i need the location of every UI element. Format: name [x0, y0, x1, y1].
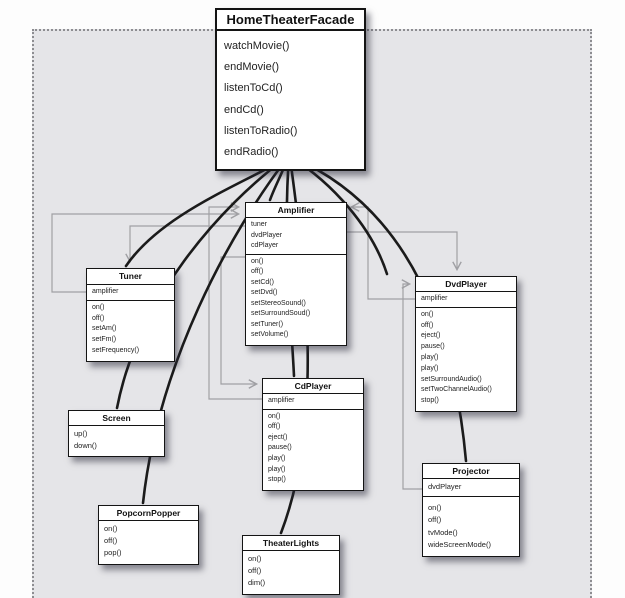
method: stop()	[268, 476, 286, 484]
method: setSurroundAudio()	[421, 375, 482, 383]
attribute: tuner	[251, 221, 267, 228]
method: on()	[251, 257, 264, 265]
class-name: DvdPlayer	[416, 277, 516, 292]
method: setTuner()	[251, 320, 284, 328]
class-box-amplifier: Amplifier tuner dvdPlayer cdPlayer on() …	[245, 202, 347, 346]
association-projector-to-dvdplayer	[401, 279, 422, 490]
method: pop()	[104, 548, 122, 558]
attributes-compartment: dvdPlayer	[423, 479, 519, 497]
method: tvMode()	[428, 527, 458, 537]
method: play()	[268, 454, 286, 462]
method: endCd()	[224, 103, 264, 116]
method: setTwoChannelAudio()	[421, 386, 492, 394]
class-box-tuner: Tuner amplifier on() off() setAm() setFm…	[86, 268, 175, 362]
methods-compartment: on() off() setCd() setDvd() setStereoSou…	[246, 255, 346, 345]
class-name: Screen	[69, 411, 164, 426]
method: up()	[74, 429, 88, 438]
method: off()	[92, 314, 105, 322]
method: on()	[104, 524, 118, 533]
association-amplifier-to-dvdplayer	[345, 231, 462, 272]
attributes-compartment: amplifier	[87, 285, 174, 301]
methods-compartment: up() down()	[69, 426, 164, 456]
attributes-compartment: amplifier	[263, 394, 363, 410]
attributes-compartment: amplifier	[416, 292, 516, 308]
method: setAm()	[92, 325, 117, 333]
method: listenToRadio()	[224, 124, 298, 137]
method: setCd()	[251, 278, 274, 286]
attribute: cdPlayer	[251, 242, 279, 249]
method: setStereoSound()	[251, 299, 306, 307]
method: play()	[421, 353, 439, 361]
method: setDvd()	[251, 289, 278, 296]
method: pause()	[268, 444, 292, 452]
attribute: dvdPlayer	[428, 482, 462, 491]
method: on()	[248, 554, 262, 563]
class-box-dvdplayer: DvdPlayer amplifier on() off() eject() p…	[415, 276, 517, 412]
method: off()	[248, 566, 262, 576]
methods-compartment: on() off() tvMode() wideScreenMode()	[423, 497, 519, 556]
method: endRadio()	[224, 146, 279, 159]
method: stop()	[421, 397, 439, 405]
class-box-theaterlights: TheaterLights on() off() dim()	[242, 535, 340, 595]
method: setVolume()	[251, 331, 289, 338]
method: play()	[268, 465, 286, 473]
method: pause()	[421, 343, 445, 351]
association-tuner-to-amplifier	[51, 209, 241, 293]
class-box-screen: Screen up() down()	[68, 410, 165, 458]
class-box-hometheaterfacade: HomeTheaterFacade watchMovie() endMovie(…	[215, 8, 366, 172]
method: on()	[421, 310, 434, 318]
class-name: CdPlayer	[263, 379, 363, 394]
class-box-popcornpopper: PopcornPopper on() off() pop()	[98, 505, 199, 565]
methods-compartment: on() off() setAm() setFm() setFrequency(…	[87, 301, 174, 361]
method: on()	[92, 303, 105, 311]
class-name: HomeTheaterFacade	[217, 10, 364, 31]
class-name: PopcornPopper	[99, 506, 198, 521]
class-box-cdplayer: CdPlayer amplifier on() off() eject() pa…	[262, 378, 364, 491]
class-name: Tuner	[87, 269, 174, 285]
method: eject()	[268, 433, 288, 441]
attribute: dvdPlayer	[251, 231, 283, 239]
method: setSurroundSoud()	[251, 310, 311, 317]
method: listenToCd()	[224, 82, 283, 95]
method: setFm()	[92, 336, 117, 344]
association-amplifier-to-cdplayer	[220, 256, 259, 389]
methods-compartment: on() off() eject() pause() play() play()…	[416, 308, 516, 411]
class-name: TheaterLights	[243, 536, 339, 551]
class-box-projector: Projector dvdPlayer on() off() tvMode() …	[422, 463, 520, 557]
association-amplifier-to-tuner	[125, 225, 245, 264]
method: off()	[268, 423, 281, 431]
association-cdplayer-to-amplifier	[208, 202, 262, 400]
method: off()	[428, 515, 442, 525]
method: play()	[421, 364, 439, 372]
attribute: amplifier	[421, 295, 448, 302]
attributes-compartment: tuner dvdPlayer cdPlayer	[246, 218, 346, 255]
methods-compartment: on() off() dim()	[243, 551, 339, 594]
method: wideScreenMode()	[428, 540, 491, 550]
method: on()	[268, 412, 281, 420]
method: down()	[74, 441, 97, 451]
facade-screen-link	[115, 155, 289, 410]
method: off()	[251, 268, 264, 275]
method: watchMovie()	[224, 40, 290, 52]
method: off()	[421, 321, 434, 329]
methods-compartment: watchMovie() endMovie() listenToCd() end…	[217, 31, 364, 169]
methods-compartment: on() off() eject() pause() play() play()…	[263, 410, 363, 490]
method: setFrequency()	[92, 346, 140, 354]
method: dim()	[248, 578, 266, 588]
class-name: Amplifier	[246, 203, 346, 218]
method: eject()	[421, 332, 441, 340]
method: off()	[104, 536, 118, 546]
attribute: amplifier	[92, 288, 119, 295]
attribute: amplifier	[268, 397, 295, 404]
method: endMovie()	[224, 61, 280, 74]
association-dvdplayer-to-amplifier	[349, 202, 415, 300]
method: on()	[428, 502, 442, 512]
methods-compartment: on() off() pop()	[99, 521, 198, 564]
class-name: Projector	[423, 464, 519, 479]
